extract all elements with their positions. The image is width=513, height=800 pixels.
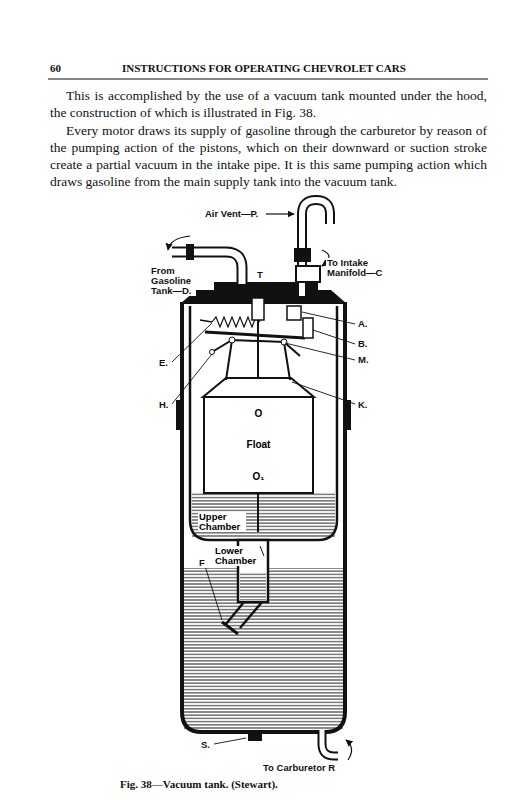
part-label: To Carburetor R — [262, 763, 336, 773]
callout-letter: S. — [200, 740, 211, 750]
spring-anchor — [200, 320, 212, 322]
callout-letter: F — [198, 558, 206, 568]
bracket — [345, 400, 351, 430]
flow-arrow — [168, 236, 190, 250]
part-label: From Gasoline Tank—D. — [150, 266, 196, 296]
outlet-pipe — [322, 730, 338, 756]
running-header: INSTRUCTIONS FOR OPERATING CHEVROLET CAR… — [122, 62, 406, 75]
drain-plug — [248, 732, 262, 741]
chamber-label: Upper Chamber — [198, 512, 246, 532]
leader-lines — [172, 282, 355, 744]
pivot — [210, 350, 215, 355]
bracket — [176, 400, 182, 430]
leader-arrow — [266, 213, 294, 214]
inlet-nut — [186, 244, 194, 260]
float-top — [203, 378, 314, 397]
valve-t — [252, 298, 264, 320]
lever — [205, 332, 305, 338]
callout-letter: B. — [357, 339, 369, 349]
flap-pipe — [226, 602, 262, 628]
node-label: Lower Chamber — [215, 546, 257, 566]
figure-caption: Fig. 38—Vacuum tank. (Stewart). — [120, 778, 278, 791]
callout-letter: M. — [357, 355, 370, 365]
callout-letter: E. — [158, 358, 169, 368]
callout-letter: T — [256, 270, 264, 280]
intake-fitting — [296, 266, 320, 282]
valve-a — [287, 306, 301, 320]
paragraph: Every motor draws its supply of gasoline… — [50, 122, 487, 190]
chamber-label: Lower Chamber — [214, 546, 258, 566]
header-rule — [48, 79, 488, 80]
fuel-upper — [192, 492, 335, 538]
pivot — [229, 337, 235, 343]
callout-letter: O₁ — [253, 471, 265, 482]
link — [226, 340, 232, 380]
flap-valve — [222, 622, 238, 634]
valve-b — [303, 318, 313, 338]
tank-shell — [182, 302, 345, 732]
float-body: O FloatO₁ — [203, 396, 314, 494]
pivot — [281, 339, 287, 345]
part-label: To Intake Manifold—C — [326, 258, 390, 278]
callout-letter: K. — [357, 400, 369, 410]
part-label: Air Vent—P. — [204, 209, 259, 219]
callout-letter: H. — [158, 400, 170, 410]
upper-chamber-wall — [190, 306, 337, 540]
node-label: Float — [247, 439, 271, 450]
page-number: 60 — [50, 62, 61, 75]
flow-arrow — [346, 740, 352, 760]
lever-arm — [212, 340, 300, 356]
vent-nut — [294, 248, 311, 262]
fuel-tube — [240, 572, 266, 600]
callout-letter: O — [255, 408, 263, 419]
node-label: Upper Chamber — [199, 512, 245, 532]
fuel-lower — [184, 568, 343, 730]
callout-letter: A. — [357, 319, 369, 329]
outlet-pipe-inner — [322, 730, 338, 756]
paragraph: This is accomplished by the use of a vac… — [50, 87, 487, 121]
